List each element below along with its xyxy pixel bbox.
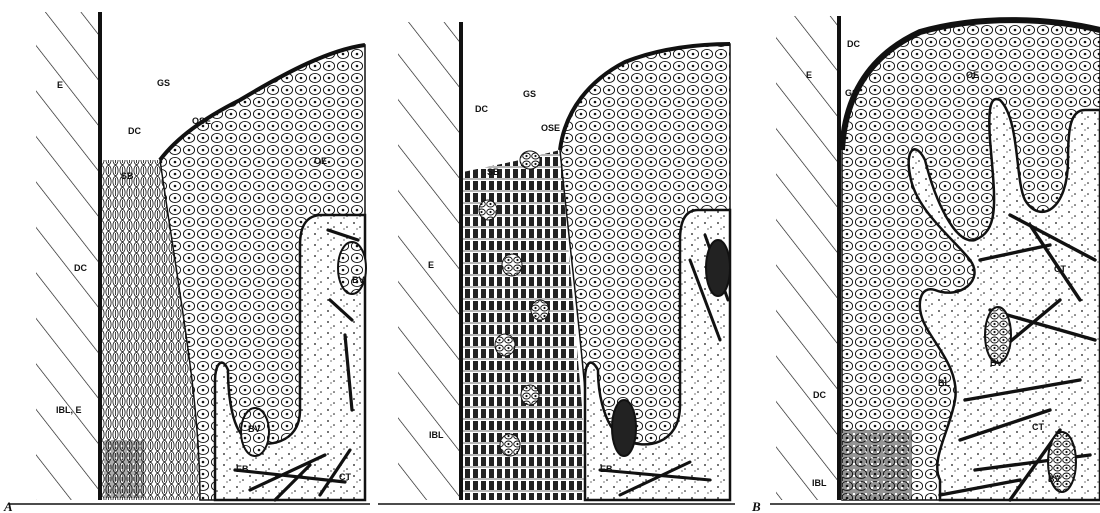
label-e-middle: E [428, 260, 434, 270]
panel-label-a: A [3, 499, 13, 513]
label-dc-top-a: DC [128, 126, 141, 136]
label-eb-a: EB [236, 464, 249, 474]
label-oe-a: OE [314, 156, 327, 166]
label-sb-a: SB [121, 171, 134, 181]
label-bv-upper-a: BV [352, 275, 365, 285]
label-dc-middle: DC [475, 104, 488, 114]
enamel-space-a [36, 12, 100, 500]
label-ibl-b: IBL [812, 478, 827, 488]
label-bv-upper-b: BV [990, 358, 1003, 368]
label-dc-top-b: DC [847, 39, 860, 49]
panel-a: E GS DC OSE SB OE DC BV IBL, E BV EB CT … [3, 12, 370, 513]
blood-vessel-upper-a [338, 242, 366, 294]
label-ibl-e-a: IBL, E [56, 405, 82, 415]
label-e-b: E [806, 70, 812, 80]
blood-vessel-upper-b [985, 307, 1011, 363]
label-ct-a: CT [339, 472, 351, 482]
label-bv-lower-b: BV [1048, 474, 1061, 484]
label-ose-middle: OSE [541, 123, 560, 133]
label-bv-lower-a: BV [248, 424, 261, 434]
panel-b: E DC GS OE CT BV BL DC CT IBL BV B [751, 16, 1100, 513]
blood-vessel-upper-middle [706, 240, 730, 296]
panel-middle: E GS DC OSE SB IBL EB [378, 22, 735, 504]
panel-label-b: B [751, 499, 761, 513]
epithelial-base-b [842, 430, 912, 500]
label-dc-mid-a: DC [74, 263, 87, 273]
label-sb-middle: SB [487, 167, 500, 177]
label-ct-upper-b: CT [1054, 264, 1066, 274]
epithelial-base-a [104, 440, 144, 498]
label-gs-middle: GS [523, 89, 536, 99]
label-dc-lower-b: DC [813, 390, 826, 400]
enamel-space-b [776, 16, 838, 500]
label-eb-middle: EB [600, 464, 613, 474]
label-oe-b: OE [966, 70, 979, 80]
label-gs-a: GS [157, 78, 170, 88]
label-gs-b: GS [845, 88, 858, 98]
label-bl-b: BL [938, 378, 950, 388]
label-ibl-middle: IBL [429, 430, 444, 440]
label-ct-lower-b: CT [1032, 422, 1044, 432]
blood-vessel-lower-middle [612, 400, 636, 456]
label-e-a: E [57, 80, 63, 90]
label-ose-a: OSE [192, 116, 211, 126]
